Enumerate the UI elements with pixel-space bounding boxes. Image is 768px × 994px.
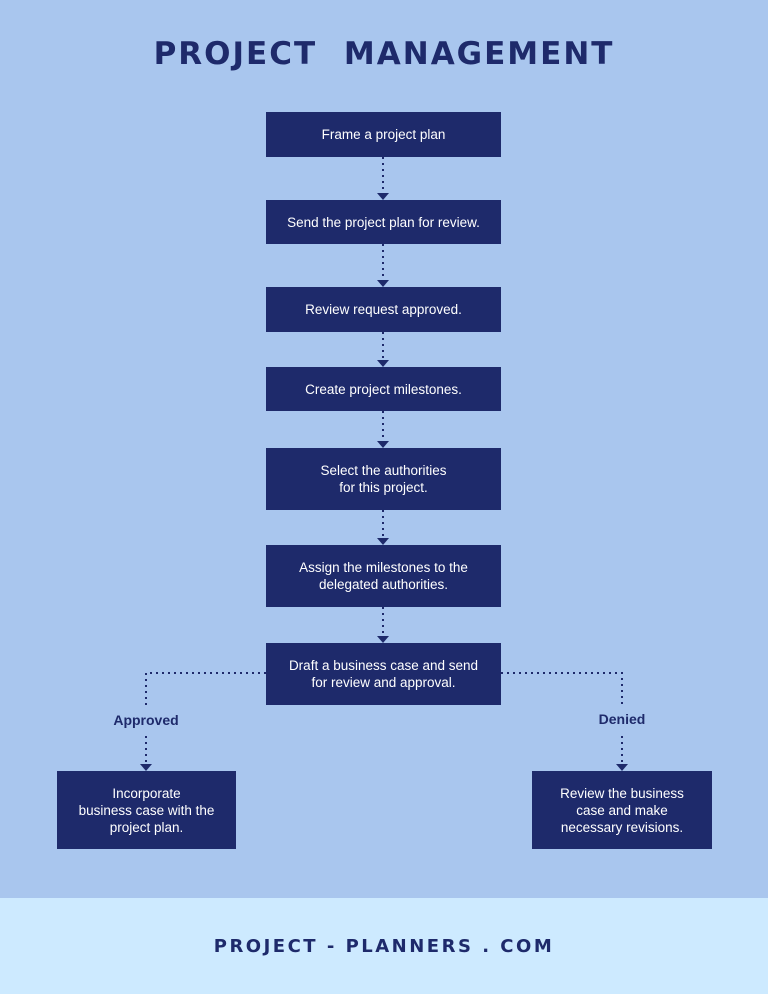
step-select-authorities: Select the authorities for this project. (266, 448, 501, 510)
arrowhead (377, 441, 389, 448)
outcome-denied: Review the business case and make necess… (532, 771, 712, 849)
arrowhead (140, 764, 152, 771)
arrowhead (377, 360, 389, 367)
step-draft-business-case: Draft a business case and send for revie… (266, 643, 501, 705)
footer-bar: PROJECT - PLANNERS . COM (0, 898, 768, 994)
step-create-milestones: Create project milestones. (266, 367, 501, 411)
page-title: PROJECT MANAGEMENT (153, 36, 615, 72)
arrowhead (377, 280, 389, 287)
arrowhead (377, 636, 389, 643)
arrowhead (377, 538, 389, 545)
step-frame-plan: Frame a project plan (266, 112, 501, 157)
step-send-for-review: Send the project plan for review. (266, 200, 501, 244)
arrowhead (616, 764, 628, 771)
branch-label-denied: Denied (598, 711, 646, 727)
footer-website[interactable]: PROJECT - PLANNERS . COM (213, 935, 555, 957)
step-assign-milestones: Assign the milestones to the delegated a… (266, 545, 501, 607)
branch-label-approved: Approved (113, 712, 179, 728)
step-review-approved: Review request approved. (266, 287, 501, 332)
outcome-approved: Incorporate business case with the proje… (57, 771, 236, 849)
arrowhead (377, 193, 389, 200)
